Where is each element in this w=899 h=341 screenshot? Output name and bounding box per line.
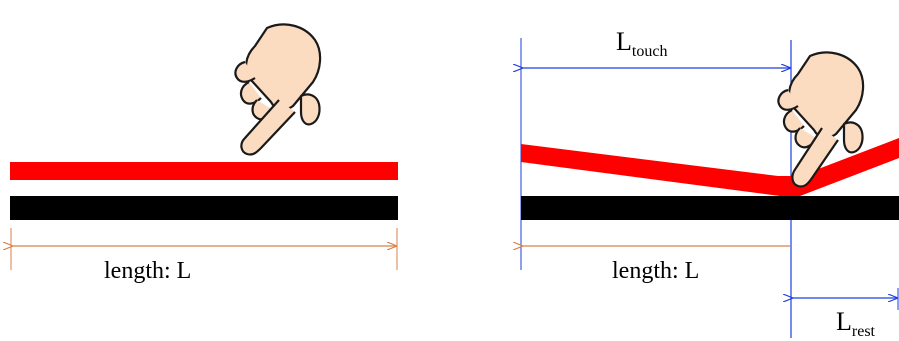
top-layer-bar [10,162,398,180]
left-panel: length: L [10,23,398,284]
length-label: length: L [104,258,191,284]
rest-label: Lrest [836,307,876,340]
right-panel: Ltouch length: L Lrest [521,27,899,340]
length-label: length: L [612,258,699,284]
length-dimension [11,228,398,270]
bottom-layer-bar [521,196,899,220]
top-layer-bent [521,138,899,196]
pointing-hand-icon [777,51,865,188]
touch-label: Ltouch [616,27,667,60]
pointing-hand-icon [234,23,322,156]
bottom-layer-bar [10,196,398,220]
